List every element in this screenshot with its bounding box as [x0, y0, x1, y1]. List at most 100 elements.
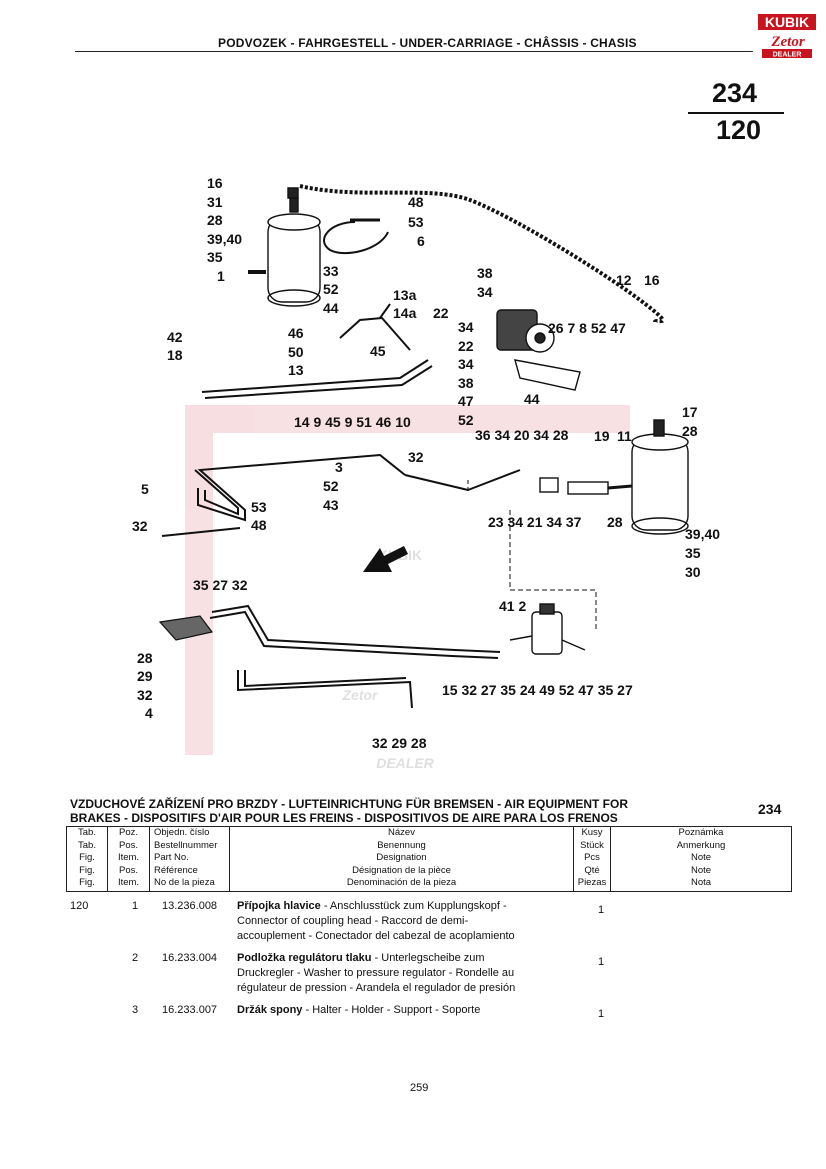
diagram-callouts: 16 31 28 39,40 35 1 33 52 44 48 53 6 13a…	[132, 175, 720, 751]
callout-label: 34	[458, 356, 474, 372]
callout-label: 35	[685, 545, 701, 561]
callout-label: 36 34 20 34 28	[475, 427, 569, 443]
air-tank-left	[248, 187, 321, 307]
callout-label: 44	[524, 391, 540, 407]
callout-label: 18	[167, 347, 183, 363]
page-number-rule	[688, 112, 784, 114]
row-qty: 1	[598, 956, 605, 968]
callout-label: 32	[137, 687, 153, 703]
callout-label: 5	[141, 481, 149, 497]
callout-label: 48	[408, 194, 424, 210]
row-part-no: 16.233.004	[162, 952, 218, 964]
callout-label: 38	[458, 375, 474, 391]
callout-label: 14a	[393, 305, 417, 321]
callout-label: 28	[207, 212, 223, 228]
callout-label: 39,40	[207, 231, 242, 247]
callout-label: 16	[207, 175, 223, 191]
row-qty: 1	[598, 1008, 605, 1020]
callout-label: 46	[288, 325, 304, 341]
page-number-bottom: 120	[716, 115, 762, 145]
air-brake-exploded-diagram: KUBIK Zetor DEALER	[132, 175, 720, 770]
callout-label: 53	[408, 214, 424, 230]
compressor	[496, 309, 581, 391]
callout-label: 13	[288, 362, 304, 378]
row-name: Přípojka hlavice	[237, 900, 321, 912]
callout-label: 19	[594, 428, 610, 444]
callout-label: 14 9 45 9 51 46 10	[294, 414, 411, 430]
row-part-no: 16.233.007	[162, 1004, 218, 1016]
section-code: 234	[758, 801, 782, 817]
brake-pipes-middle	[161, 453, 521, 537]
row-description: Podložka regulátoru tlaku - Unterlegsche…	[237, 952, 516, 994]
direction-arrow	[363, 546, 408, 572]
brake-pipes-lower	[209, 604, 501, 709]
callout-label: 28	[682, 423, 698, 439]
kubik-zetor-logo: KUBIK Zetor DEALER	[758, 14, 816, 59]
row-qty: 1	[598, 904, 605, 916]
callout-label: 34	[477, 284, 493, 300]
callout-label: 52	[323, 281, 339, 297]
callout-label: 4	[145, 705, 153, 721]
callout-label: 1	[217, 268, 225, 284]
callout-label: 12	[616, 272, 632, 288]
callout-label: 29	[137, 668, 153, 684]
callout-label: 15 32 27 35 24 49 52 47 35 27	[442, 682, 633, 698]
row-pos: 2	[132, 952, 139, 964]
callout-label: 47	[458, 393, 474, 409]
callout-label: 23 34 21 34 37	[488, 514, 582, 530]
pressure-regulator	[509, 603, 586, 655]
callout-label: 32	[408, 449, 424, 465]
row-name: Držák spony	[237, 1004, 303, 1016]
callout-label: 3	[335, 459, 343, 475]
callout-label: 13a	[393, 287, 417, 303]
watermark-sub-text: Zetor	[342, 687, 380, 703]
callout-label: 39,40	[685, 526, 720, 542]
row-name: Podložka regulátoru tlaku	[237, 952, 372, 964]
section-title-line1: VZDUCHOVÉ ZAŘÍZENÍ PRO BRZDY - LUFTEINRI…	[70, 797, 628, 811]
row-description: Držák spony - Halter - Holder - Support …	[237, 1004, 481, 1016]
column-pos: Poz.Pos.Item.Pos.Item.	[108, 827, 150, 891]
callout-label: 35	[207, 249, 223, 265]
callout-label: 48	[251, 517, 267, 533]
callout-label: 28	[607, 514, 623, 530]
brake-pipes-upper	[201, 303, 433, 399]
row-pos: 3	[132, 1004, 139, 1016]
callout-label: 32	[132, 518, 148, 534]
callout-label: 22	[458, 338, 474, 354]
parts-table-header: Tab.Tab.Fig.Fig.Fig. Poz.Pos.Item.Pos.It…	[66, 826, 792, 892]
logo-brand-text: KUBIK	[765, 14, 809, 30]
callout-label: 52	[458, 412, 474, 428]
air-hose-long	[299, 184, 665, 324]
header-rule	[75, 51, 753, 52]
callout-label: 28	[137, 650, 153, 666]
callout-label: 30	[685, 564, 701, 580]
callout-label: 11	[617, 428, 632, 444]
callout-label: 6	[417, 233, 425, 249]
page-header-title: PODVOZEK - FAHRGESTELL - UNDER-CARRIAGE …	[218, 36, 637, 50]
callout-label: 42	[167, 329, 183, 345]
callout-label: 38	[477, 265, 493, 281]
logo-dealer-text: DEALER	[773, 52, 802, 59]
pipe-loop	[323, 221, 389, 255]
callout-label: 22	[433, 305, 449, 321]
callout-label: 52	[323, 478, 339, 494]
logo-sub-text: Zetor	[770, 34, 804, 50]
callout-label: 17	[682, 404, 698, 420]
watermark-dealer-text: DEALER	[376, 755, 434, 770]
callout-label: 31	[207, 194, 223, 210]
section-title: VZDUCHOVÉ ZAŘÍZENÍ PRO BRZDY - LUFTEINRI…	[70, 797, 690, 825]
callout-label: 53	[251, 499, 267, 515]
callout-label: 43	[323, 497, 339, 513]
callout-label: 41 2	[499, 598, 526, 614]
callout-label: 44	[323, 300, 339, 316]
callout-label: 16	[644, 272, 660, 288]
callout-label: 33	[323, 263, 339, 279]
page-number-top: 234	[712, 78, 758, 108]
watermark: KUBIK Zetor DEALER	[185, 405, 630, 770]
row-tab: 120	[70, 900, 89, 912]
callout-label: 50	[288, 344, 304, 360]
